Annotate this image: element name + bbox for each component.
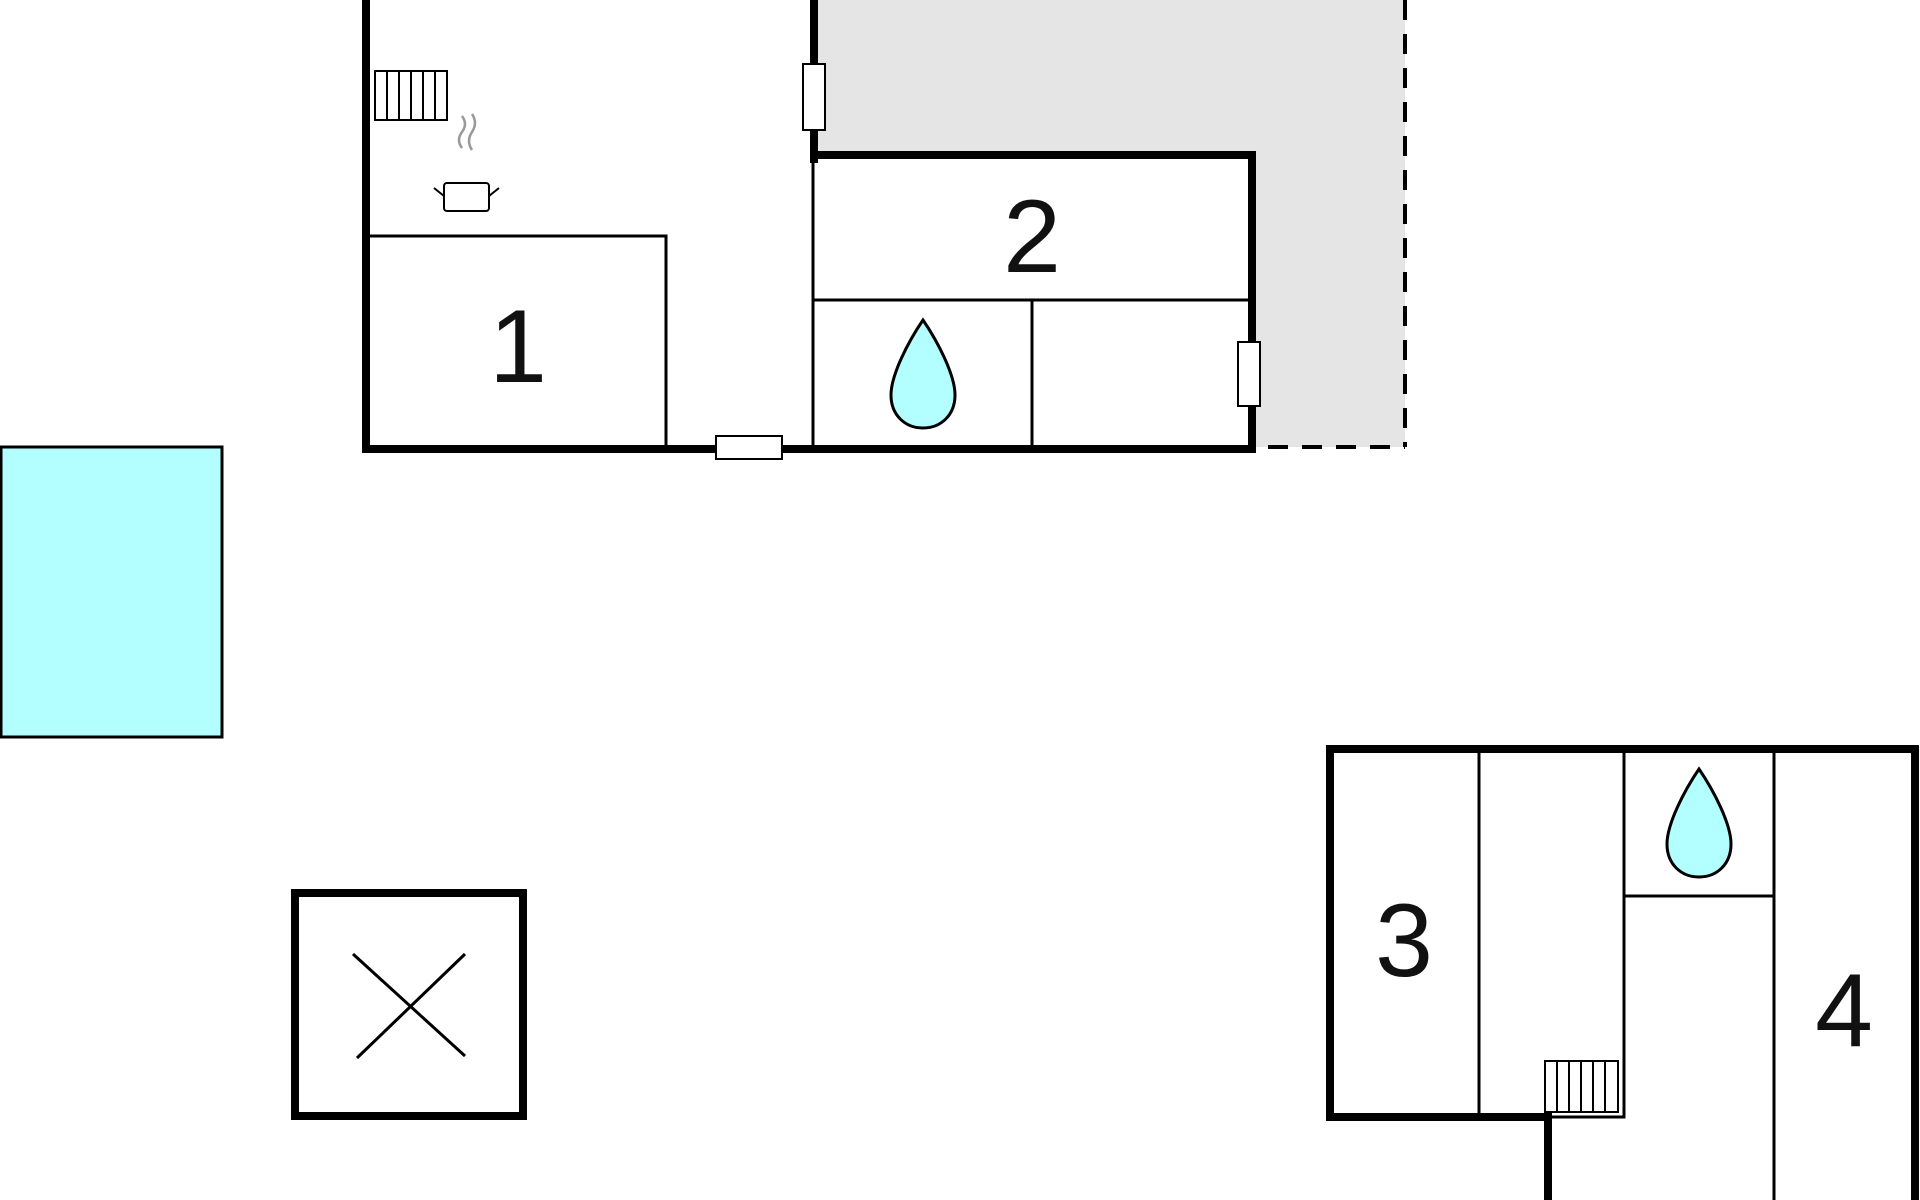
cooking-pot-icon — [433, 113, 500, 212]
door-icon — [715, 435, 783, 460]
water-drop-icon — [1665, 766, 1733, 879]
covered-terrace-fill — [818, 0, 1405, 447]
pool — [0, 445, 224, 739]
cross-box — [291, 889, 527, 1120]
radiator-icon — [374, 70, 448, 121]
room-number: 4 — [1815, 953, 1873, 1069]
door-icon — [1237, 341, 1261, 407]
room-number: 2 — [1003, 179, 1061, 295]
room-number: 1 — [489, 289, 547, 405]
door-icon — [802, 63, 826, 131]
covered-terrace — [818, 0, 1407, 449]
water-drop-icon — [889, 317, 957, 430]
annex-building — [1326, 745, 1919, 1200]
room-number: 3 — [1375, 883, 1433, 999]
radiator-icon — [1544, 1060, 1619, 1113]
